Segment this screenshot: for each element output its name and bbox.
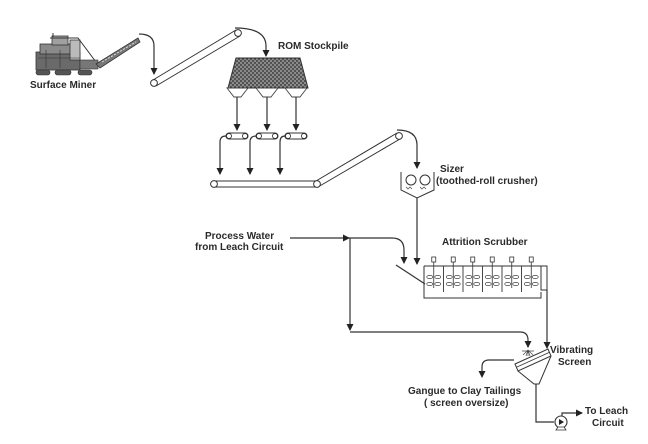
collecting-conveyor [210,180,316,188]
pump-icon [554,415,568,431]
sizer-icon [400,172,435,199]
process-water-source: from Leach Circuit [195,242,284,253]
vibrating-screen-icon [514,348,552,385]
rom-stockpile-label: ROM Stockpile [278,41,349,52]
sizer-label: Sizer [440,164,464,175]
conveyor-to-stockpile-arrow [234,27,270,57]
rom-stockpile-icon [226,57,309,98]
feeder-3-discharge [276,135,286,175]
water-to-spray-arrow [350,331,532,348]
sizer-description: (toothed-roll crusher) [436,176,538,187]
process-water-label: Process Water [205,231,274,242]
vibrating-screen-label-2: Screen [558,357,591,368]
to-leach-label: To Leach [585,406,628,417]
surface-miner-label: Surface Miner [30,80,96,91]
conveyor-to-sizer-arrow [396,129,421,169]
undersize-line [535,384,554,423]
gangue-label-2: ( screen oversize) [424,398,509,409]
scrubber-cell [482,256,500,292]
attrition-scrubber-label: Attrition Scrubber [442,237,528,248]
surface-miner-icon [35,33,141,76]
scrubber-cell [521,256,539,292]
to-leach-label-2: Circuit [592,418,624,429]
spray-nozzle-icon [522,349,534,357]
feeder-conveyors [225,132,308,140]
scrubber-cell [501,256,520,292]
scrubber-cell [462,256,481,292]
incline-conveyor-2 [313,132,403,188]
miner-discharge-arrow [138,33,158,75]
oversize-to-tailings-arrow [478,359,514,378]
attrition-scrubber-icon [423,256,548,299]
pump-to-leach-arrow [561,409,583,417]
vibrating-screen-label: Vibrating [550,345,593,356]
gangue-label: Gangue to Clay Tailings [408,386,522,397]
scrubber-cell [426,256,442,288]
feeder-2-discharge [246,135,257,175]
water-to-scrubber-arrow [349,237,408,264]
incline-conveyor-1 [150,29,242,87]
scrubber-feed-chute [395,264,426,285]
scrubber-cell [443,256,461,292]
feeder-1-discharge [216,135,227,175]
